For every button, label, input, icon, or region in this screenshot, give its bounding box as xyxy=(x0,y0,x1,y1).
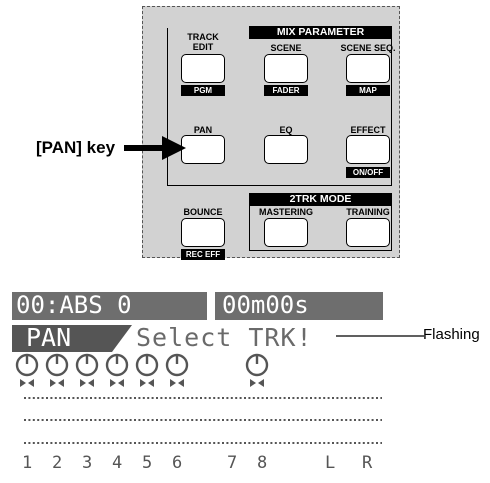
pan-knob-6 xyxy=(165,353,189,377)
lcd-display: 00:ABS 0 00m00s PAN Select TRK! xyxy=(12,291,385,477)
pan-knob-stereo xyxy=(245,353,269,377)
eq-key[interactable] xyxy=(264,135,308,164)
track-labels: 1 2 3 4 5 6 7 8 L R xyxy=(12,453,385,477)
track-label-1: 1 xyxy=(22,453,33,473)
pan-key[interactable] xyxy=(181,135,225,164)
status-counter: 00m00s xyxy=(222,291,309,319)
track-label-6: 6 xyxy=(172,453,183,473)
map-label: MAP xyxy=(346,85,390,96)
pan-key-callout-label: [PAN] key xyxy=(36,138,116,157)
on-off-label: ON/OFF xyxy=(346,167,390,178)
pan-center-marker-6 xyxy=(170,379,184,387)
eq-label: EQ xyxy=(279,125,293,135)
mastering-label: MASTERING xyxy=(259,207,313,217)
status-bar-right-bg xyxy=(215,292,383,320)
pan-center-marker-3 xyxy=(80,379,94,387)
track-label-l: L xyxy=(325,453,336,473)
track-label-4: 4 xyxy=(112,453,123,473)
mode-label: PAN xyxy=(26,323,72,352)
control-panel: MIX PARAMETER 2TRK MODE TRACK EDIT PGM S… xyxy=(142,6,400,260)
pan-center-marker-1 xyxy=(20,379,34,387)
fader-label: FADER xyxy=(264,85,308,96)
effect-key[interactable] xyxy=(346,135,390,164)
track-label-3: 3 xyxy=(82,453,93,473)
scene-label: SCENE xyxy=(270,43,302,53)
track-label-r: R xyxy=(362,453,373,473)
pan-center-marker-2 xyxy=(50,379,64,387)
pan-knob-1 xyxy=(15,353,39,377)
flashing-callout-line xyxy=(336,335,424,337)
scene-seq-key[interactable] xyxy=(346,54,390,83)
mix-parameter-title: MIX PARAMETER xyxy=(249,26,392,39)
scene-key[interactable] xyxy=(264,54,308,83)
track-edit-label: TRACK EDIT xyxy=(187,32,219,52)
pan-knob-4 xyxy=(105,353,129,377)
training-label: TRAINING xyxy=(346,207,390,217)
training-key[interactable] xyxy=(346,218,390,247)
callout-arrow xyxy=(124,136,186,160)
rec-eff-label: REC EFF xyxy=(181,249,225,260)
track-label-5: 5 xyxy=(142,453,153,473)
two-trk-mode-title: 2TRK MODE xyxy=(249,193,392,206)
effect-label: EFFECT xyxy=(350,125,386,135)
pan-knob-2 xyxy=(45,353,69,377)
pan-center-marker-stereo xyxy=(250,379,264,387)
mix-parameter-group xyxy=(167,28,392,186)
pan-knob-3 xyxy=(75,353,99,377)
track-label-2: 2 xyxy=(52,453,63,473)
bounce-label: BOUNCE xyxy=(183,207,223,217)
select-track-prompt: Select TRK! xyxy=(136,323,313,352)
mastering-key[interactable] xyxy=(264,218,308,247)
level-lines xyxy=(24,397,382,444)
pgm-label: PGM xyxy=(181,85,225,96)
status-time: 00:ABS 0 xyxy=(16,291,132,319)
bounce-key[interactable] xyxy=(181,218,225,247)
pan-label: PAN xyxy=(193,125,213,135)
status-bar-left-bg xyxy=(12,292,207,320)
pan-center-marker-4 xyxy=(110,379,124,387)
pan-center-marker-5 xyxy=(140,379,154,387)
pan-knobs xyxy=(15,353,269,387)
mode-tab xyxy=(12,325,132,352)
track-edit-key[interactable] xyxy=(181,54,225,83)
track-label-8: 8 xyxy=(257,453,268,473)
flashing-label: Flashing xyxy=(423,326,480,343)
track-label-7: 7 xyxy=(227,453,238,473)
scene-seq-label: SCENE SEQ. xyxy=(340,43,396,53)
pan-knob-5 xyxy=(135,353,159,377)
